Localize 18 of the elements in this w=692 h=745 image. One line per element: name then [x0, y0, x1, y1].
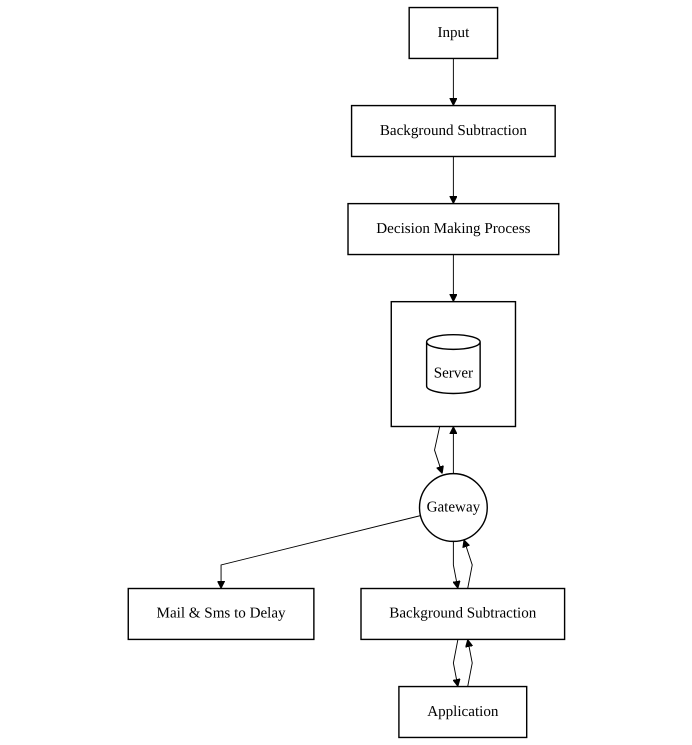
- node-box: Input: [408, 6, 498, 60]
- arrow: [448, 254, 458, 302]
- node-box: Background Subtraction: [350, 104, 556, 158]
- arrow: [452, 540, 460, 589]
- node-box: Decision Making Process: [346, 202, 559, 256]
- arrow: [448, 156, 458, 204]
- node-box: Application: [398, 686, 527, 738]
- node-box: Mail & Sms to Delay: [127, 588, 314, 640]
- arrow: [216, 515, 421, 589]
- node-circle: Gateway: [418, 472, 488, 542]
- arrow: [462, 539, 472, 589]
- arrow: [464, 639, 473, 688]
- node-box: Background Subtraction: [360, 588, 565, 640]
- arrow: [448, 426, 458, 474]
- cluster: [390, 300, 516, 428]
- arrow: [434, 426, 444, 474]
- arrow: [448, 58, 458, 106]
- arrow: [452, 638, 460, 687]
